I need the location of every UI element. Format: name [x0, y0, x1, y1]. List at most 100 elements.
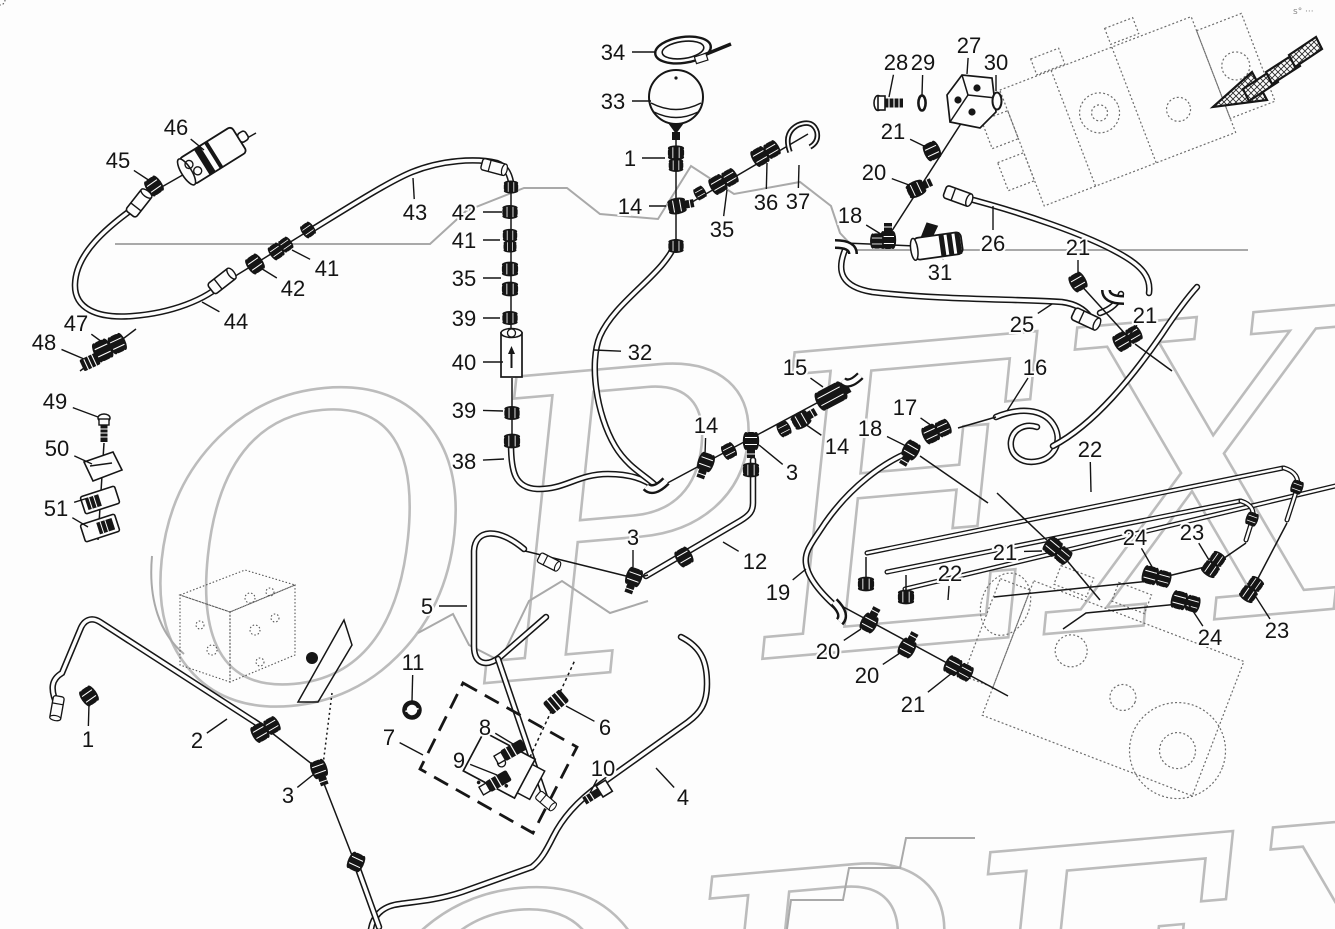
mounting-bracket — [296, 618, 353, 703]
fitting — [904, 174, 934, 200]
fitting — [941, 184, 976, 209]
callout-leader-line — [722, 189, 728, 217]
part-number-label: 21 — [901, 692, 925, 717]
part-callout-6: 6 — [565, 705, 613, 742]
part-number-label: 49 — [43, 389, 67, 414]
callout-leader-line — [758, 444, 784, 465]
o-ring-30 — [991, 91, 1003, 111]
fitting — [869, 232, 885, 250]
part-callout-22: 22 — [936, 559, 964, 601]
part-callout-12: 12 — [722, 541, 769, 576]
part-callout-15: 15 — [781, 353, 824, 388]
part-callout-44: 44 — [201, 301, 250, 336]
part-number-label: 3 — [282, 783, 294, 808]
part-number-label: 39 — [452, 398, 476, 423]
part-number-label: 14 — [694, 413, 718, 438]
fitting — [920, 138, 944, 164]
clamp-hook-37 — [785, 120, 821, 153]
fitting — [748, 138, 783, 168]
callout-leader-line — [655, 767, 675, 788]
part-number-label: 21 — [1066, 235, 1090, 260]
fitting — [706, 166, 741, 196]
part-callout-29: 29 — [909, 48, 937, 96]
part-callout-30: 30 — [982, 48, 1010, 91]
callout-leader-line — [810, 377, 824, 388]
accumulator — [648, 69, 704, 140]
fitting — [503, 229, 517, 253]
part-number-label: 19 — [766, 580, 790, 605]
fitting — [503, 405, 521, 421]
callout-leader-line — [804, 423, 822, 436]
fitting — [503, 433, 521, 449]
part-number-label: 1 — [624, 146, 636, 171]
callout-leader-line — [296, 773, 315, 789]
washer-29 — [917, 94, 927, 112]
part-number-label: 34 — [601, 40, 625, 65]
callout-leader-line — [920, 417, 933, 427]
callout-leader-line — [886, 435, 907, 447]
part-callout-38: 38 — [450, 447, 505, 476]
part-number-label: 35 — [452, 266, 476, 291]
part-callout-20: 20 — [814, 628, 862, 666]
pump-bottom-right-phantom — [962, 564, 1245, 800]
part-callout-42: 42 — [450, 198, 502, 227]
part-number-label: 32 — [628, 340, 652, 365]
part-callout-39: 39 — [450, 396, 504, 425]
part-callout-1: 1 — [622, 144, 665, 173]
part-number-label: 33 — [601, 89, 625, 114]
clamp-51-upper — [79, 485, 121, 515]
part-number-label: 46 — [164, 115, 188, 140]
corner-mark: s° ··· — [1293, 7, 1314, 17]
part-callout-18: 18 — [856, 414, 907, 447]
part-number-label: 5 — [421, 594, 433, 619]
callout-leader-line — [61, 348, 85, 360]
part-callout-20: 20 — [860, 158, 910, 187]
part-number-label: 8 — [479, 715, 491, 740]
part-number-label: 3 — [627, 525, 639, 550]
callout-leader-line — [133, 169, 151, 182]
callout-leader-line — [909, 138, 929, 149]
watermark: OPEX OPEX — [117, 220, 1335, 929]
part-callout-41: 41 — [450, 226, 500, 255]
part-callout-3: 3 — [280, 773, 315, 810]
part-callout-3: 3 — [625, 523, 641, 569]
part-callout-48: 48 — [30, 328, 85, 360]
part-number-label: 24 — [1123, 525, 1147, 550]
callout-leader-line — [927, 672, 953, 693]
fitting — [501, 281, 519, 297]
fitting — [206, 265, 239, 296]
part-number-label: 43 — [403, 200, 427, 225]
bolt-28 — [873, 94, 903, 112]
part-callout-45: 45 — [104, 146, 151, 182]
part-number-label: 41 — [315, 256, 339, 281]
fitting — [691, 184, 709, 202]
part-number-label: 16 — [1023, 355, 1047, 380]
part-callout-51: 51 — [42, 494, 89, 528]
part-callout-32: 32 — [593, 338, 654, 367]
part-number-label: 28 — [884, 50, 908, 75]
callout-leader-line — [1253, 593, 1271, 620]
callout-leader-line — [90, 333, 103, 343]
callout-leader-line — [1129, 324, 1138, 335]
callout-leader-line — [412, 177, 415, 200]
part-callout-7: 7 — [381, 723, 424, 756]
part-callout-25: 25 — [1008, 303, 1053, 339]
part-callout-10: 10 — [589, 754, 617, 794]
part-number-label: 18 — [858, 416, 882, 441]
callout-leader-line — [71, 517, 89, 528]
callout-leader-line — [73, 497, 89, 504]
callout-leader-line — [1037, 303, 1053, 315]
part-callout-14: 14 — [692, 411, 720, 456]
part-callout-33: 33 — [599, 87, 651, 116]
callout-leader-line — [765, 162, 768, 190]
callout-leader-line — [1089, 461, 1092, 493]
part-callout-24: 24 — [1188, 604, 1224, 652]
part-number-label: 36 — [754, 190, 778, 215]
part-number-label: 40 — [452, 350, 476, 375]
direction-arrow-icon — [1209, 35, 1324, 109]
callout-leader-line — [291, 249, 311, 260]
part-callout-47: 47 — [62, 309, 103, 343]
part-callout-39: 39 — [450, 304, 500, 333]
